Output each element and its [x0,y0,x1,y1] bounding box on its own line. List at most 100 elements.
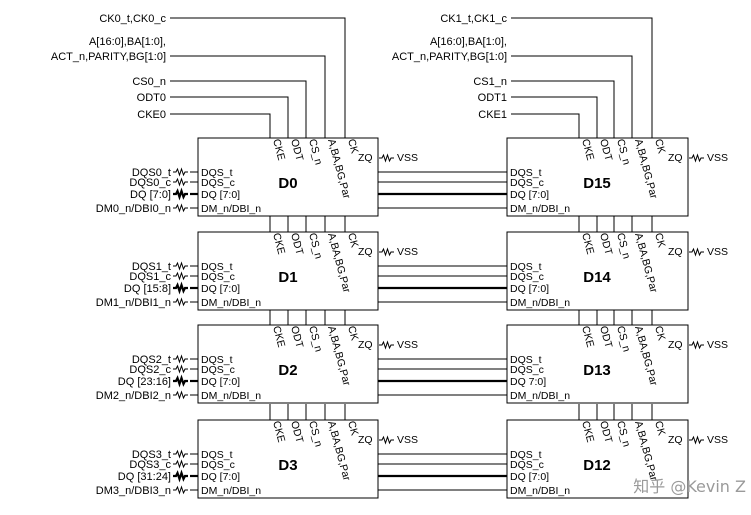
external-signal-label: DM3_n/DBI3_n [96,485,171,497]
chip-top-pin-label: CKE [579,138,596,162]
chip-left-pin-label: DQS_t [510,167,542,179]
chip-left-pin-label: DQ [7:0] [201,189,240,201]
external-signal-label: DQ [23:16] [118,376,171,388]
series-resistor-icon [173,390,188,400]
chip-body [197,419,379,499]
rank1-chain-wires [578,216,653,420]
external-signal: DM1_n/DBI1_n [96,297,198,309]
chip-top-pin-label: CKE [579,420,596,444]
chip-left-pin-label: DQ [7:0] [201,471,240,483]
rank0-clock-label: CK0_t,CK0_c [99,13,166,25]
chip-left-pin-label: DQS_c [201,364,235,376]
external-signal-label: DQS1_t [132,261,171,273]
external-signal-label: DQS3_t [132,449,171,461]
chip-left-pin-label: DQS_t [201,449,233,461]
shared-data-buses [378,171,507,491]
chip-name: D3 [278,457,297,474]
chip-name: D15 [583,175,611,192]
zq-pin-label: ZQ [668,246,683,258]
chip-left-pin-label: DQS_c [201,271,235,283]
series-resistor-icon [173,167,188,177]
rank0-cs-label: CS0_n [132,76,166,88]
rank1-top-wires [511,17,653,138]
series-resistor-icon [173,203,188,213]
chip-top-pin-label: CK [652,325,667,342]
vss-label: VSS [397,339,418,351]
series-resistor-icon [173,271,188,281]
series-resistor-icon [173,187,188,201]
chip-left-pin-label: DQS_c [201,177,235,189]
chip-left-pin-label: DQS_t [510,354,542,366]
zq-pin-label: ZQ [358,434,373,446]
external-signal: DQS3_c [129,459,198,471]
rank1-clock-label: CK1_t,CK1_c [440,13,507,25]
chip-left-pin-label: DM_n/DBI_n [201,485,261,497]
chip-top-pin-label: CKE [270,420,287,444]
chip-top-pin-label: CKE [579,232,596,256]
chip-left-pin-label: DQS_t [201,261,233,273]
series-resistor-icon [173,297,188,307]
series-resistor-icon [173,364,188,374]
external-signal-label: DQS0_c [129,177,171,189]
external-signal: DM3_n/DBI3_n [96,485,198,497]
chip-top-pin-label: CKE [270,232,287,256]
chip-name: D0 [278,175,297,192]
chip-top-pin-label: CKE [579,325,596,349]
zq-pin-label: ZQ [668,339,683,351]
external-signal: DQS2_c [129,364,198,376]
zq-resistor-icon [689,247,704,257]
chip-left-pin-label: DQS_c [510,177,544,189]
chip-left-pin-label: DQ [7:0] [201,283,240,295]
external-signal: DM0_n/DBI0_n [96,203,198,215]
zq-resistor-icon [689,340,704,350]
zq-pin-label: ZQ [358,246,373,258]
chip-top-pin-label: CKE [270,325,287,349]
rank0-odt-label: ODT0 [137,92,166,104]
chip-body [506,137,689,217]
chip-body [197,324,379,404]
zq-resistor-icon [379,435,394,445]
chip-left-pin-label: DM_n/DBI_n [510,203,570,215]
chip-left-pin-label: DQ [7:0] [510,471,549,483]
rank1-signal-labels: CK1_t,CK1_c A[16:0],BA[1:0], ACT_n,PARIT… [392,13,508,121]
vss-label: VSS [397,246,418,258]
chip-top-pin-label: CK [652,420,667,437]
chip-top-pin-label: CK [345,232,360,249]
chip-top-pin-label: ODT [597,138,614,163]
chip-name: D1 [278,269,297,286]
external-signal-label: DQS2_t [132,354,171,366]
chip-top-pin-label: CKE [270,138,287,162]
chip-left-pin-label: DM_n/DBI_n [510,485,570,497]
chip-body [506,324,689,404]
chip-top-pin-label: ODT [597,232,614,257]
chip-left-pin-label: DQS_c [510,459,544,471]
external-signal-label: DM0_n/DBI0_n [96,203,171,215]
chip-top-pin-label: ODT [288,232,305,257]
chip-left-pin-label: DQS_t [201,167,233,179]
rank1-addr-label-line2: ACT_n,PARITY,BG[1:0] [392,51,507,63]
chip-left-pin-label: DM_n/DBI_n [201,297,261,309]
chip-left-pin-label: DM_n/DBI_n [201,390,261,402]
rank0-cke-label: CKE0 [137,109,166,121]
external-signal: DQ [15:8] [124,281,198,295]
chip-left-pin-label: DQS_t [510,449,542,461]
rank0-chain-wires [269,216,346,420]
external-signal-label: DM2_n/DBI2_n [96,390,171,402]
chip-left-pin-label: DM_n/DBI_n [510,297,570,309]
chip-left-pin-label: DQS_c [201,459,235,471]
chip-top-pin-label: CK [345,138,360,155]
chip-top-pin-label: ODT [597,325,614,350]
series-resistor-icon [173,469,188,483]
vss-label: VSS [397,152,418,164]
chip-left-pin-label: DQS_c [510,271,544,283]
chip-left-pin-label: DQS_t [201,354,233,366]
external-signal-label: DQS2_c [129,364,171,376]
chip-left-pin-label: DQ [7:0] [201,376,240,388]
chip-left-pin-label: DQS_t [510,261,542,273]
external-signal-label: DM1_n/DBI1_n [96,297,171,309]
external-signal-label: DQ [7:0] [130,189,171,201]
